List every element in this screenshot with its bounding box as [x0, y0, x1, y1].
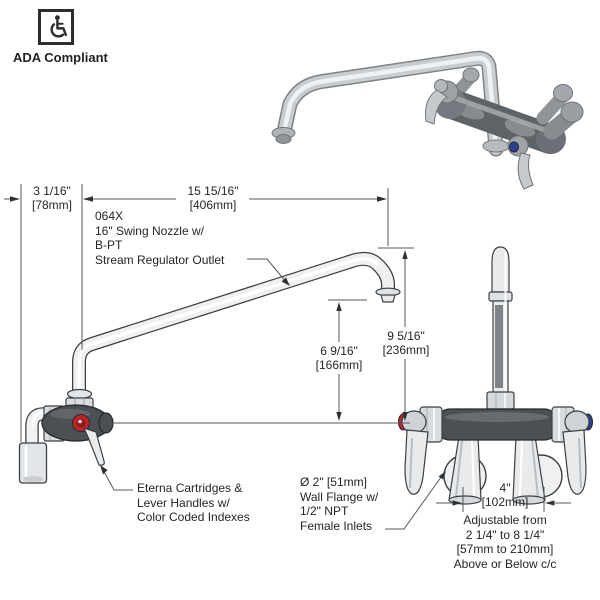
dimension-nozzle-reach-inches: 15 15/16" — [187, 184, 239, 198]
front-nozzle — [486, 246, 515, 410]
stream-regulator-outlet — [375, 287, 401, 303]
annotation-nozzle-spec: 064X 16" Swing Nozzle w/ B-PT Stream Reg… — [95, 209, 225, 267]
dimension-nozzle-height: 9 5/16" [236mm] — [369, 329, 443, 357]
dimension-outlet-height-mm: [166mm] — [315, 358, 363, 372]
front-left-handle — [398, 410, 429, 495]
annotation-wall-flange: Ø 2" [51mm] Wall Flange w/ 1/2" NPT Fema… — [300, 475, 379, 533]
right-inlet-pipe — [512, 435, 546, 505]
perspective-left-handle — [425, 79, 459, 125]
wheelchair-icon — [50, 15, 68, 38]
dimension-lines — [4, 184, 571, 512]
front-right-handle — [562, 410, 593, 495]
perspective-spout-outlet — [271, 127, 296, 144]
left-inlet-pipe — [448, 435, 482, 505]
side-view-handle — [82, 427, 105, 466]
dimension-inlet-spacing-mm: [102mm] — [481, 495, 529, 509]
leader-lines — [101, 258, 445, 530]
dimension-inlet-spacing: 4" [102mm] — [470, 481, 540, 509]
perspective-view-drawing — [271, 50, 584, 190]
side-view-drawing — [18, 252, 401, 484]
dimension-wall-offset-mm: [78mm] — [31, 198, 72, 212]
dimension-outlet-height: 6 9/16" [166mm] — [303, 344, 375, 372]
annotation-cartridges: Eterna Cartridges & Lever Handles w/ Col… — [137, 481, 250, 525]
hot-index-dot — [72, 414, 90, 432]
ada-badge — [38, 9, 74, 45]
dimension-nozzle-height-mm: [236mm] — [382, 343, 430, 357]
leader-arrowheads — [100, 277, 446, 480]
perspective-right-handle — [507, 135, 534, 190]
dimension-wall-offset: 3 1/16" [78mm] — [21, 184, 83, 212]
dimension-inlet-spacing-inches: 4" — [499, 481, 511, 495]
dimension-arrowheads — [10, 196, 555, 506]
dimension-nozzle-reach-mm: [406mm] — [189, 198, 237, 212]
dimension-nozzle-height-inches: 9 5/16" — [387, 329, 425, 343]
dimension-wall-offset-inches: 3 1/16" — [33, 184, 71, 198]
dimension-outlet-height-inches: 6 9/16" — [320, 344, 358, 358]
ada-badge-label: ADA Compliant — [13, 50, 108, 65]
wall-mount-plate — [18, 442, 48, 484]
dimension-nozzle-reach: 15 15/16" [406mm] — [153, 184, 273, 212]
annotation-adjustability: Adjustable from 2 1/4" to 8 1/4" [57mm t… — [453, 513, 557, 571]
cold-index-dot — [509, 141, 519, 153]
front-view-drawing — [398, 246, 593, 505]
